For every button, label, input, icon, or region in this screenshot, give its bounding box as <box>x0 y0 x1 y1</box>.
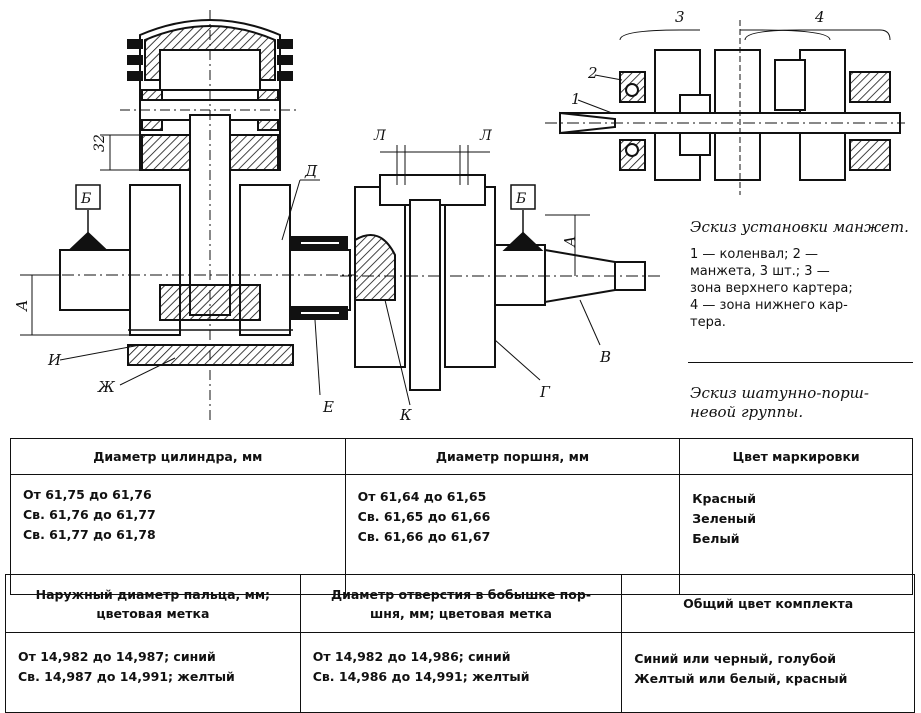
label-d: Д <box>304 162 318 180</box>
cylinder-piston-table: Диаметр цилиндра, мм Диаметр поршня, мм … <box>10 438 913 595</box>
table-value: От 14,982 до 14,987; синий <box>18 649 216 664</box>
header-set-color: Общий цвет комплекта <box>621 574 915 633</box>
caption-divider <box>688 362 913 363</box>
label-2: 2 <box>587 64 598 82</box>
label-b-left: Б <box>80 191 91 207</box>
table-value: Синий или черный, голубой <box>634 651 837 666</box>
legend-line: 1 — коленвал; 2 — <box>690 247 819 262</box>
seal-sketch-legend: 1 — коленвал; 2 — манжета, 3 шт.; 3 — зо… <box>690 246 853 331</box>
legend-line: 4 — зона нижнего кар- <box>690 298 848 313</box>
table-value: Св. 61,77 до 61,78 <box>23 527 156 542</box>
header-piston-diameter: Диаметр поршня, мм <box>344 438 681 475</box>
technical-drawing: 32 А А Б Б В Г Д Е Ж И К Л Л 1 2 3 4 <box>13 8 905 424</box>
label-l-left: Л <box>373 128 386 144</box>
table-value: От 61,64 до 61,65 <box>357 489 487 504</box>
table-value: Св. 14,986 до 14,991; желтый <box>312 669 530 684</box>
seal-installation-sketch <box>545 20 905 195</box>
table-body-row: От 14,982 до 14,987; синий Св. 14,987 до… <box>5 632 915 713</box>
header-line: цветовая метка <box>96 605 210 621</box>
set-color-cell: Синий или черный, голубой Желтый или бел… <box>621 632 915 713</box>
label-a-right: А <box>561 236 579 248</box>
table-value: От 14,982 до 14,986; синий <box>312 649 511 664</box>
label-zh: Ж <box>97 378 116 396</box>
caption-line: Эскиз шатунно-порш- <box>690 384 869 402</box>
header-marking-color: Цвет маркировки <box>679 438 913 475</box>
table-value: Желтый или белый, красный <box>634 671 848 686</box>
table-value: От 61,75 до 61,76 <box>23 487 152 502</box>
legend-line: манжета, 3 шт.; 3 — <box>690 264 830 279</box>
seal-sketch-title: Эскиз установки манжет. <box>690 218 909 236</box>
header-line: шня, мм; цветовая метка <box>370 605 552 621</box>
header-pin-diameter: Наружный диаметр пальца, мм; цветовая ме… <box>5 574 301 633</box>
piston-pin-table: Наружный диаметр пальца, мм; цветовая ме… <box>5 574 915 713</box>
label-b-right: Б <box>515 191 526 207</box>
boss-bore-cell: От 14,982 до 14,986; синий Св. 14,986 до… <box>299 632 623 713</box>
label-k: К <box>399 406 412 424</box>
header-line: Наружный диаметр пальца, мм; <box>35 586 271 602</box>
header-line: Диаметр отверстия в бобышке пор- <box>330 586 592 602</box>
label-3: 3 <box>675 8 685 26</box>
rod-group-caption: Эскиз шатунно-порш- невой группы. <box>690 384 869 422</box>
label-4: 4 <box>814 8 825 26</box>
legend-line: зона верхнего картера; <box>690 281 853 296</box>
caption-line: невой группы. <box>690 403 804 421</box>
label-a-left: А <box>13 300 31 312</box>
table-value: Св. 61,76 до 61,77 <box>23 507 156 522</box>
table-header-row: Наружный диаметр пальца, мм; цветовая ме… <box>5 574 915 633</box>
label-l-right: Л <box>479 128 492 144</box>
table-value: Зеленый <box>692 511 756 526</box>
table-value: Св. 14,987 до 14,991; желтый <box>18 669 235 684</box>
table-value: Св. 61,65 до 61,66 <box>357 509 491 524</box>
label-e: Е <box>322 398 334 416</box>
table-value: Св. 61,66 до 61,67 <box>357 529 491 544</box>
header-line: Общий цвет комплекта <box>683 596 854 611</box>
label-g: Г <box>539 383 551 401</box>
label-32: 32 <box>92 134 108 152</box>
legend-line: тера. <box>690 315 726 330</box>
table-value: Белый <box>692 531 740 546</box>
table-header-row: Диаметр цилиндра, мм Диаметр поршня, мм … <box>10 438 913 475</box>
label-v: В <box>599 348 611 366</box>
header-boss-bore-diameter: Диаметр отверстия в бобышке пор- шня, мм… <box>299 574 623 633</box>
crankshaft-side-view <box>340 145 660 406</box>
table-value: Красный <box>692 491 756 506</box>
label-i: И <box>47 351 62 369</box>
pin-diameter-cell: От 14,982 до 14,987; синий Св. 14,987 до… <box>5 632 301 713</box>
label-1: 1 <box>571 90 581 108</box>
header-cylinder-diameter: Диаметр цилиндра, мм <box>10 438 346 475</box>
crankshaft-piston-assembly <box>20 10 360 420</box>
